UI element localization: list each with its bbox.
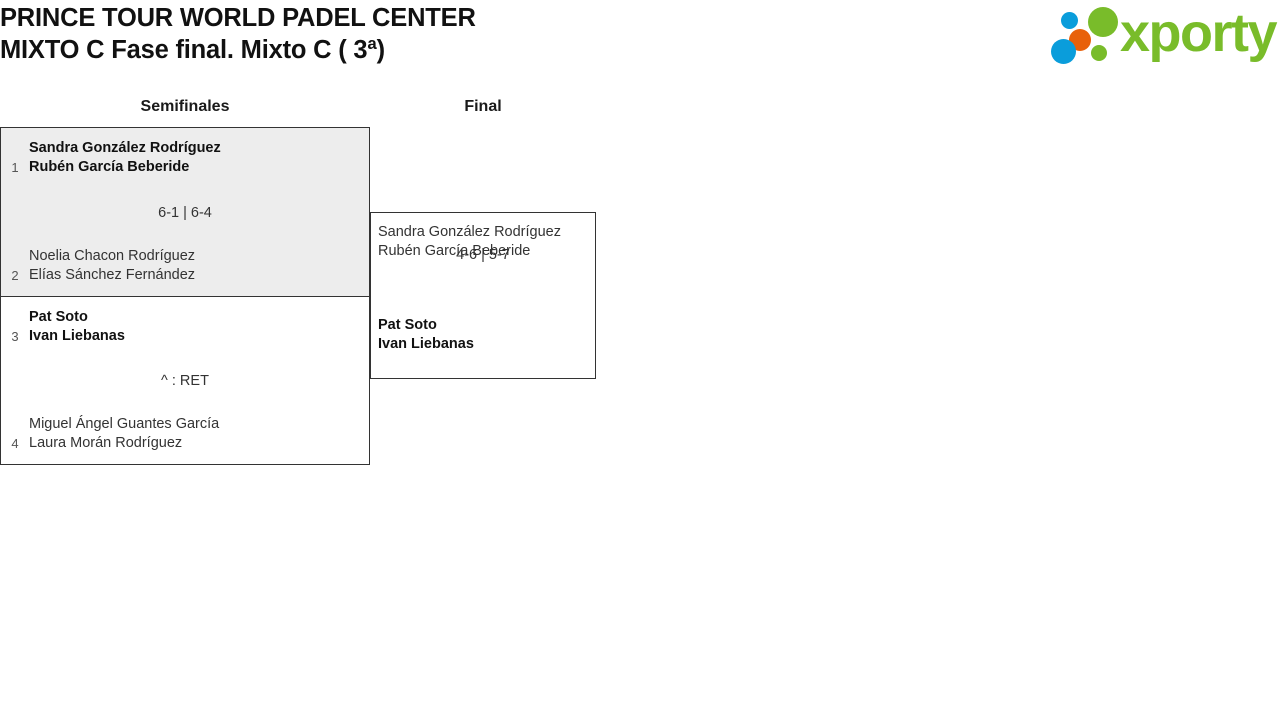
seed-number: 1 bbox=[11, 160, 19, 175]
player-name-1: Miguel Ángel Guantes García bbox=[29, 416, 220, 432]
logo-dot-blue-small-icon bbox=[1061, 12, 1078, 29]
player-name-2: Elías Sánchez Fernández bbox=[29, 267, 196, 283]
match-semifinal-2[interactable]: 3 Pat Soto Ivan Liebanas ^ : RET 4 Migue… bbox=[0, 296, 370, 465]
match-semifinal-1-score: 6-1 | 6-4 bbox=[158, 205, 212, 221]
match-final-score: 4-6 | 5-7 bbox=[456, 247, 510, 263]
match-semifinal-2-team-top[interactable]: 3 Pat Soto Ivan Liebanas bbox=[1, 308, 369, 346]
seed-number: 2 bbox=[11, 268, 19, 283]
logo-dots-icon bbox=[1048, 4, 1126, 68]
match-semifinal-1-team-top[interactable]: 1 Sandra González Rodríguez Rubén García… bbox=[1, 139, 369, 177]
round-header-final: Final bbox=[464, 98, 502, 115]
player-name-2: Rubén García Beberide bbox=[378, 243, 531, 259]
logo-dot-green-small-icon bbox=[1091, 45, 1107, 61]
team-players: Miguel Ángel Guantes García Laura Morán … bbox=[29, 415, 219, 453]
team-players: Sandra González Rodríguez Rubén García B… bbox=[371, 223, 561, 261]
match-semifinal-1[interactable]: 1 Sandra González Rodríguez Rubén García… bbox=[0, 127, 370, 297]
team-players: Pat Soto Ivan Liebanas bbox=[371, 316, 474, 354]
match-final-team-top[interactable]: Sandra González Rodríguez Rubén García B… bbox=[371, 223, 595, 261]
team-players: Pat Soto Ivan Liebanas bbox=[29, 308, 125, 346]
logo-dot-green-large-icon bbox=[1088, 7, 1118, 37]
player-name-2: Rubén García Beberide bbox=[29, 159, 190, 175]
player-name-1: Sandra González Rodríguez bbox=[29, 140, 221, 156]
player-name-1: Pat Soto bbox=[378, 317, 437, 333]
match-semifinal-1-team-bottom[interactable]: 2 Noelia Chacon Rodríguez Elías Sánchez … bbox=[1, 247, 369, 285]
logo-dot-blue-large-icon bbox=[1051, 39, 1076, 64]
player-name-2: Ivan Liebanas bbox=[29, 328, 125, 344]
round-header-semifinales: Semifinales bbox=[140, 98, 230, 115]
player-name-1: Pat Soto bbox=[29, 309, 88, 325]
seed-number: 4 bbox=[11, 436, 19, 451]
xporty-logo[interactable]: xporty bbox=[1048, 3, 1278, 68]
match-semifinal-2-score: ^ : RET bbox=[161, 373, 209, 389]
player-name-1: Sandra González Rodríguez bbox=[378, 224, 561, 240]
tournament-category: MIXTO C Fase final. Mixto C ( 3ª) bbox=[0, 36, 385, 64]
player-name-1: Noelia Chacon Rodríguez bbox=[29, 248, 196, 264]
match-final[interactable]: Sandra González Rodríguez Rubén García B… bbox=[370, 212, 596, 379]
player-name-2: Ivan Liebanas bbox=[378, 336, 474, 352]
seed-number: 3 bbox=[11, 329, 19, 344]
logo-wordmark: xporty bbox=[1120, 3, 1278, 63]
tournament-header: PRINCE TOUR WORLD PADEL CENTER MIXTO C F… bbox=[0, 2, 1000, 66]
player-name-2: Laura Morán Rodríguez bbox=[29, 435, 183, 451]
tournament-name: PRINCE TOUR WORLD PADEL CENTER bbox=[0, 4, 476, 32]
match-semifinal-2-team-bottom[interactable]: 4 Miguel Ángel Guantes García Laura Morá… bbox=[1, 415, 369, 453]
match-final-team-bottom[interactable]: Pat Soto Ivan Liebanas bbox=[371, 316, 595, 354]
team-players: Noelia Chacon Rodríguez Elías Sánchez Fe… bbox=[29, 247, 195, 285]
team-players: Sandra González Rodríguez Rubén García B… bbox=[29, 139, 221, 177]
